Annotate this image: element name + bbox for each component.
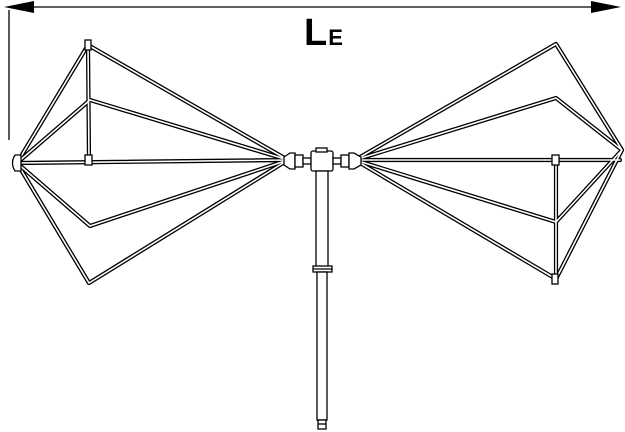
- mast-lower-tube: [316, 271, 328, 421]
- feed-hub: [283, 147, 362, 172]
- left-bicone-element: [11, 39, 291, 286]
- right-lower-joint: [551, 273, 559, 285]
- left-upper-joint: [84, 39, 92, 51]
- left-feed-nut: [294, 154, 304, 168]
- left-cone-connector: [283, 152, 296, 170]
- right-feed-stub: [332, 157, 342, 165]
- length-label-main: L: [304, 12, 328, 54]
- support-mast: [312, 170, 333, 430]
- right-cone-connector: [348, 152, 362, 170]
- left-feed-stub: [302, 157, 312, 165]
- balun-housing: [310, 150, 334, 172]
- right-arrowhead: [591, 1, 621, 13]
- left-arrowhead: [4, 1, 34, 13]
- left-center-joint: [84, 154, 93, 166]
- length-dimension: [4, 1, 621, 140]
- left-end-cap: [11, 154, 22, 172]
- length-label: LE: [304, 14, 343, 52]
- right-bicone-element: [352, 41, 625, 285]
- length-label-subscript: E: [328, 25, 343, 50]
- balun-top-tab: [315, 147, 328, 153]
- right-center-joint: [551, 154, 560, 166]
- mast-upper-tube: [315, 170, 329, 268]
- right-feed-nut: [340, 154, 350, 168]
